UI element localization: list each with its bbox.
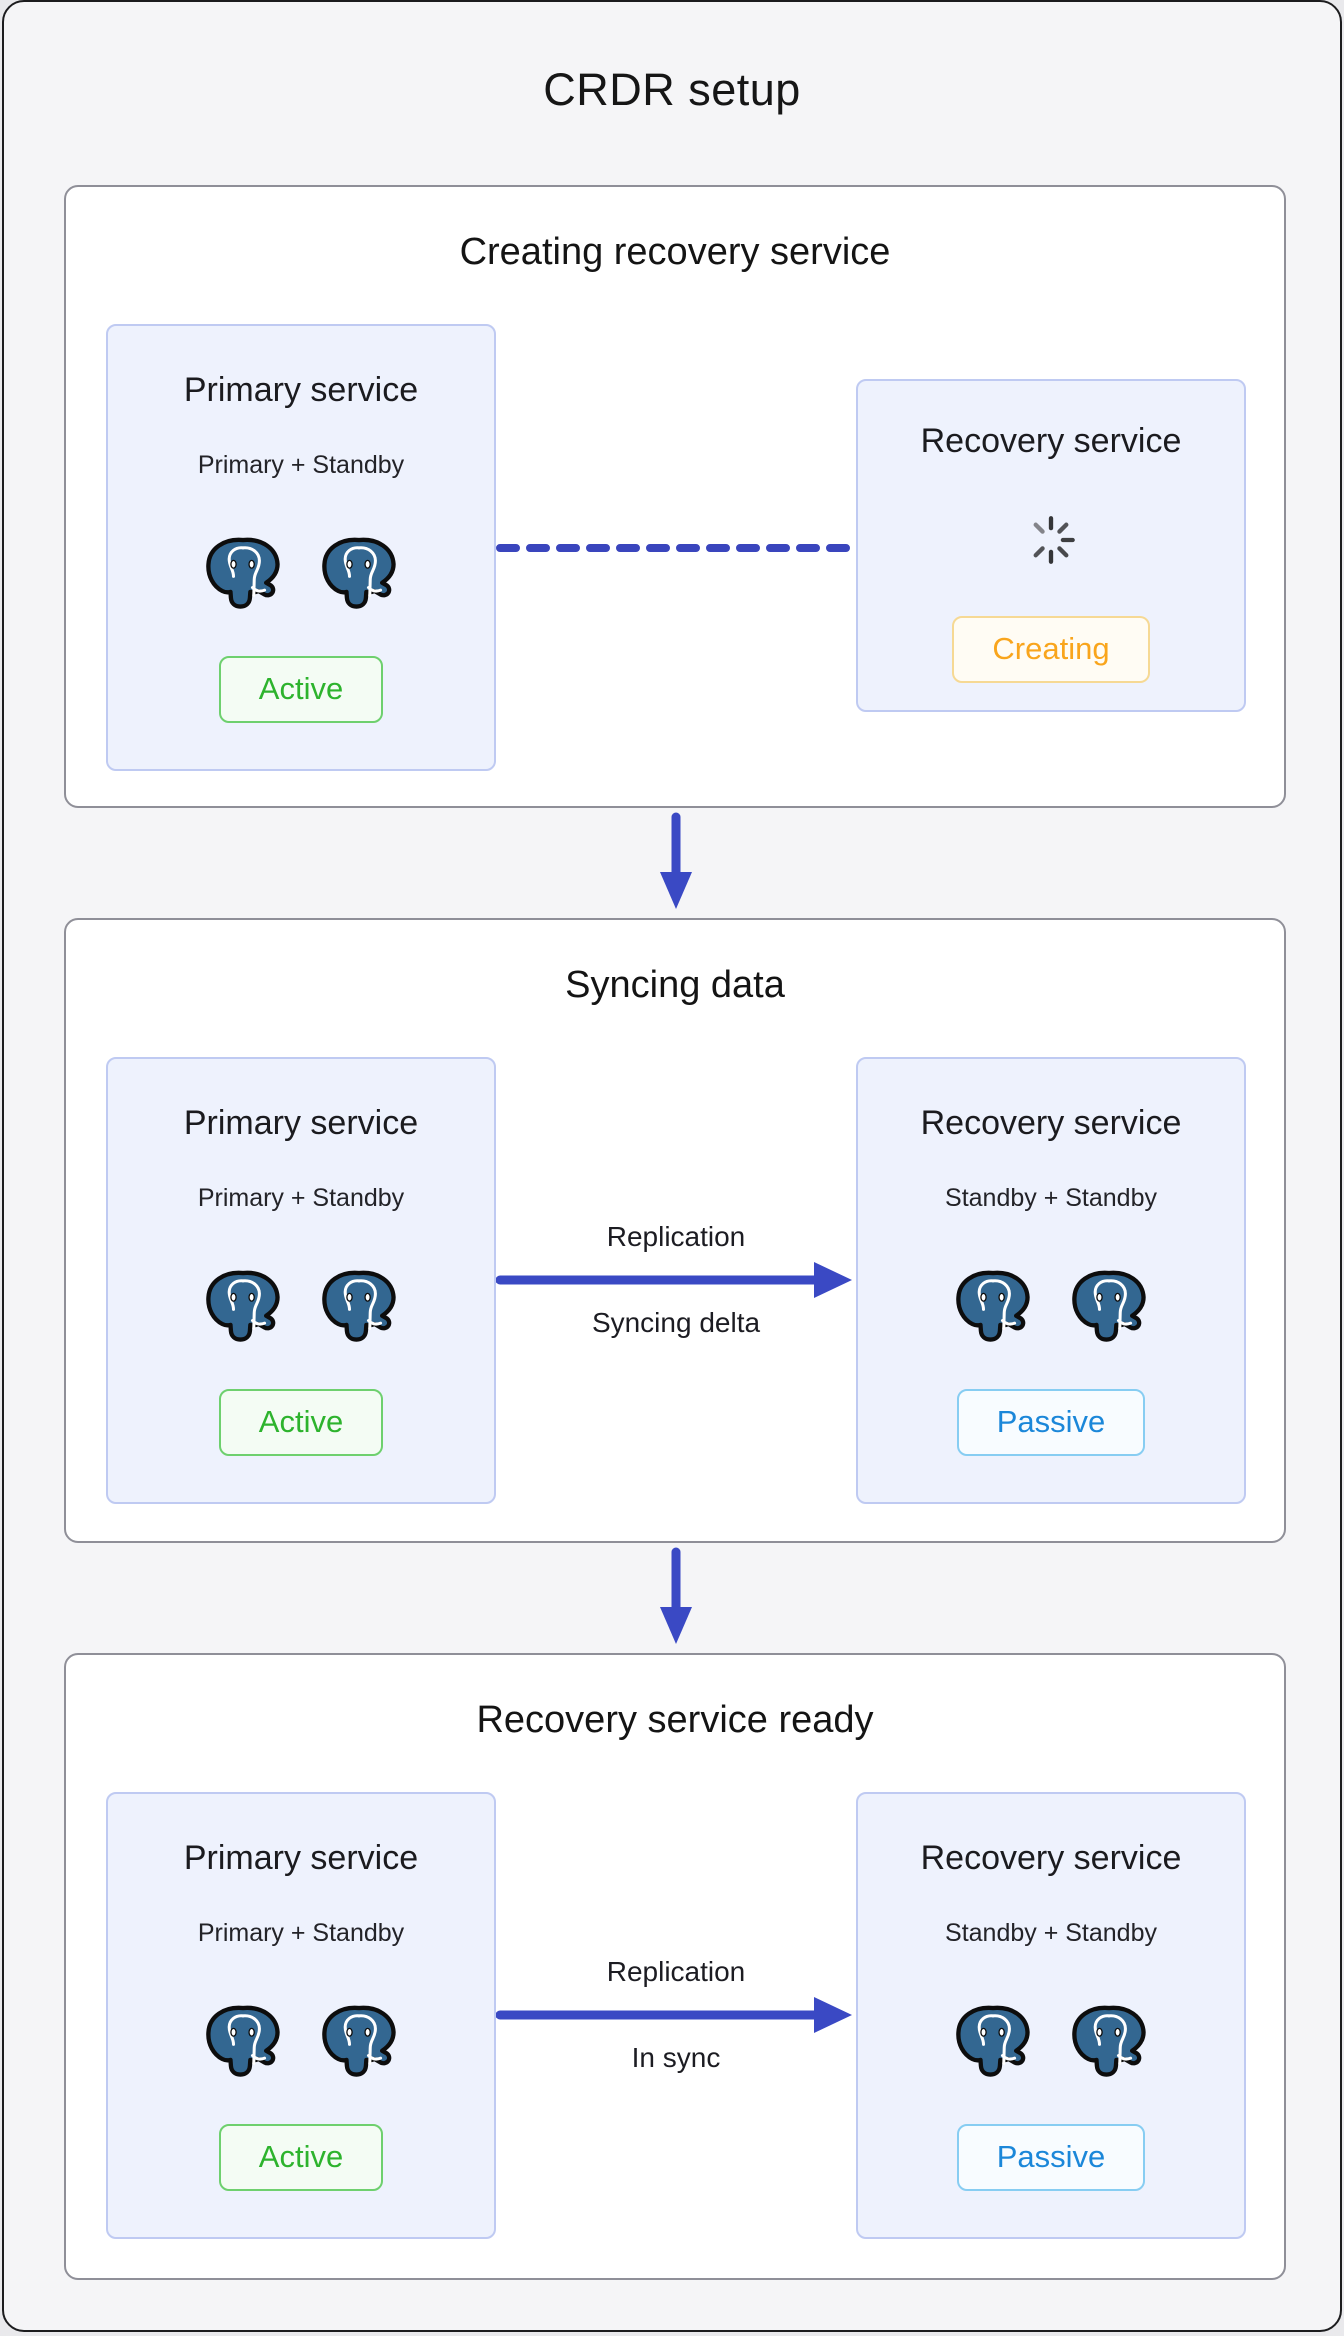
arrow-down-icon bbox=[658, 812, 694, 912]
service-subtitle: Primary + Standby bbox=[197, 450, 405, 479]
postgres-elephant-icon bbox=[199, 2002, 287, 2078]
connector-label-bottom: In sync bbox=[631, 2042, 721, 2073]
section-title: Creating recovery service bbox=[459, 231, 891, 273]
postgres-node-group bbox=[199, 534, 403, 610]
postgres-elephant-icon bbox=[949, 2002, 1037, 2078]
postgres-elephant-icon bbox=[315, 2002, 403, 2078]
status-badge: Passive bbox=[956, 1388, 1146, 1456]
loading-spinner-icon bbox=[1025, 514, 1077, 566]
primary-service-box: Primary service Primary + Standby Active bbox=[106, 1792, 496, 2239]
recovery-service-box: Recovery service Standby + Standby Passi… bbox=[856, 1057, 1246, 1504]
postgres-elephant-icon bbox=[1065, 2002, 1153, 2078]
replication-connector: Replication In sync bbox=[496, 1955, 856, 2075]
page-title: CRDR setup bbox=[543, 64, 801, 115]
primary-service-box: Primary service Primary + Standby Active bbox=[106, 324, 496, 771]
section-title: Syncing data bbox=[565, 964, 785, 1006]
postgres-elephant-icon bbox=[199, 1267, 287, 1343]
postgres-node-group bbox=[199, 1267, 403, 1343]
postgres-elephant-icon bbox=[199, 534, 287, 610]
replication-connector: Replication Syncing delta bbox=[496, 1220, 856, 1340]
section-syncing-data: Syncing data Primary service Primary + S… bbox=[64, 918, 1286, 1543]
arrow-down-icon bbox=[658, 1547, 694, 1647]
section-title: Recovery service ready bbox=[476, 1699, 874, 1741]
dashed-line-icon bbox=[496, 542, 856, 554]
status-badge: Creating bbox=[952, 615, 1150, 683]
status-badge: Active bbox=[218, 655, 384, 723]
postgres-elephant-icon bbox=[315, 534, 403, 610]
connector-label-top: Replication bbox=[606, 1221, 746, 1252]
postgres-elephant-icon bbox=[949, 1267, 1037, 1343]
recovery-service-box: Recovery service Standby + Standby Passi… bbox=[856, 1792, 1246, 2239]
status-badge: Passive bbox=[956, 2123, 1146, 2191]
service-title: Primary service bbox=[183, 371, 419, 409]
status-badge: Active bbox=[218, 2123, 384, 2191]
service-title: Recovery service bbox=[920, 1839, 1182, 1877]
service-title: Recovery service bbox=[920, 422, 1182, 460]
dashed-connection-line bbox=[496, 542, 856, 554]
recovery-service-box: Recovery service Creating bbox=[856, 379, 1246, 712]
service-subtitle: Standby + Standby bbox=[945, 1918, 1157, 1947]
connector-label-bottom: Syncing delta bbox=[591, 1307, 761, 1338]
service-title: Recovery service bbox=[920, 1104, 1182, 1142]
primary-service-box: Primary service Primary + Standby Active bbox=[106, 1057, 496, 1504]
postgres-elephant-icon bbox=[315, 1267, 403, 1343]
section-creating-recovery-service: Creating recovery service Primary servic… bbox=[64, 185, 1286, 808]
postgres-node-group bbox=[949, 1267, 1153, 1343]
postgres-elephant-icon bbox=[1065, 1267, 1153, 1343]
service-subtitle: Primary + Standby bbox=[197, 1183, 405, 1212]
arrow-right-icon bbox=[496, 1995, 856, 2035]
status-badge: Active bbox=[218, 1388, 384, 1456]
service-subtitle: Standby + Standby bbox=[945, 1183, 1157, 1212]
service-subtitle: Primary + Standby bbox=[197, 1918, 405, 1947]
postgres-node-group bbox=[199, 2002, 403, 2078]
service-title: Primary service bbox=[183, 1839, 419, 1877]
postgres-node-group bbox=[949, 2002, 1153, 2078]
connector-label-top: Replication bbox=[606, 1956, 746, 1987]
arrow-right-icon bbox=[496, 1260, 856, 1300]
service-title: Primary service bbox=[183, 1104, 419, 1142]
section-recovery-service-ready: Recovery service ready Primary service P… bbox=[64, 1653, 1286, 2280]
